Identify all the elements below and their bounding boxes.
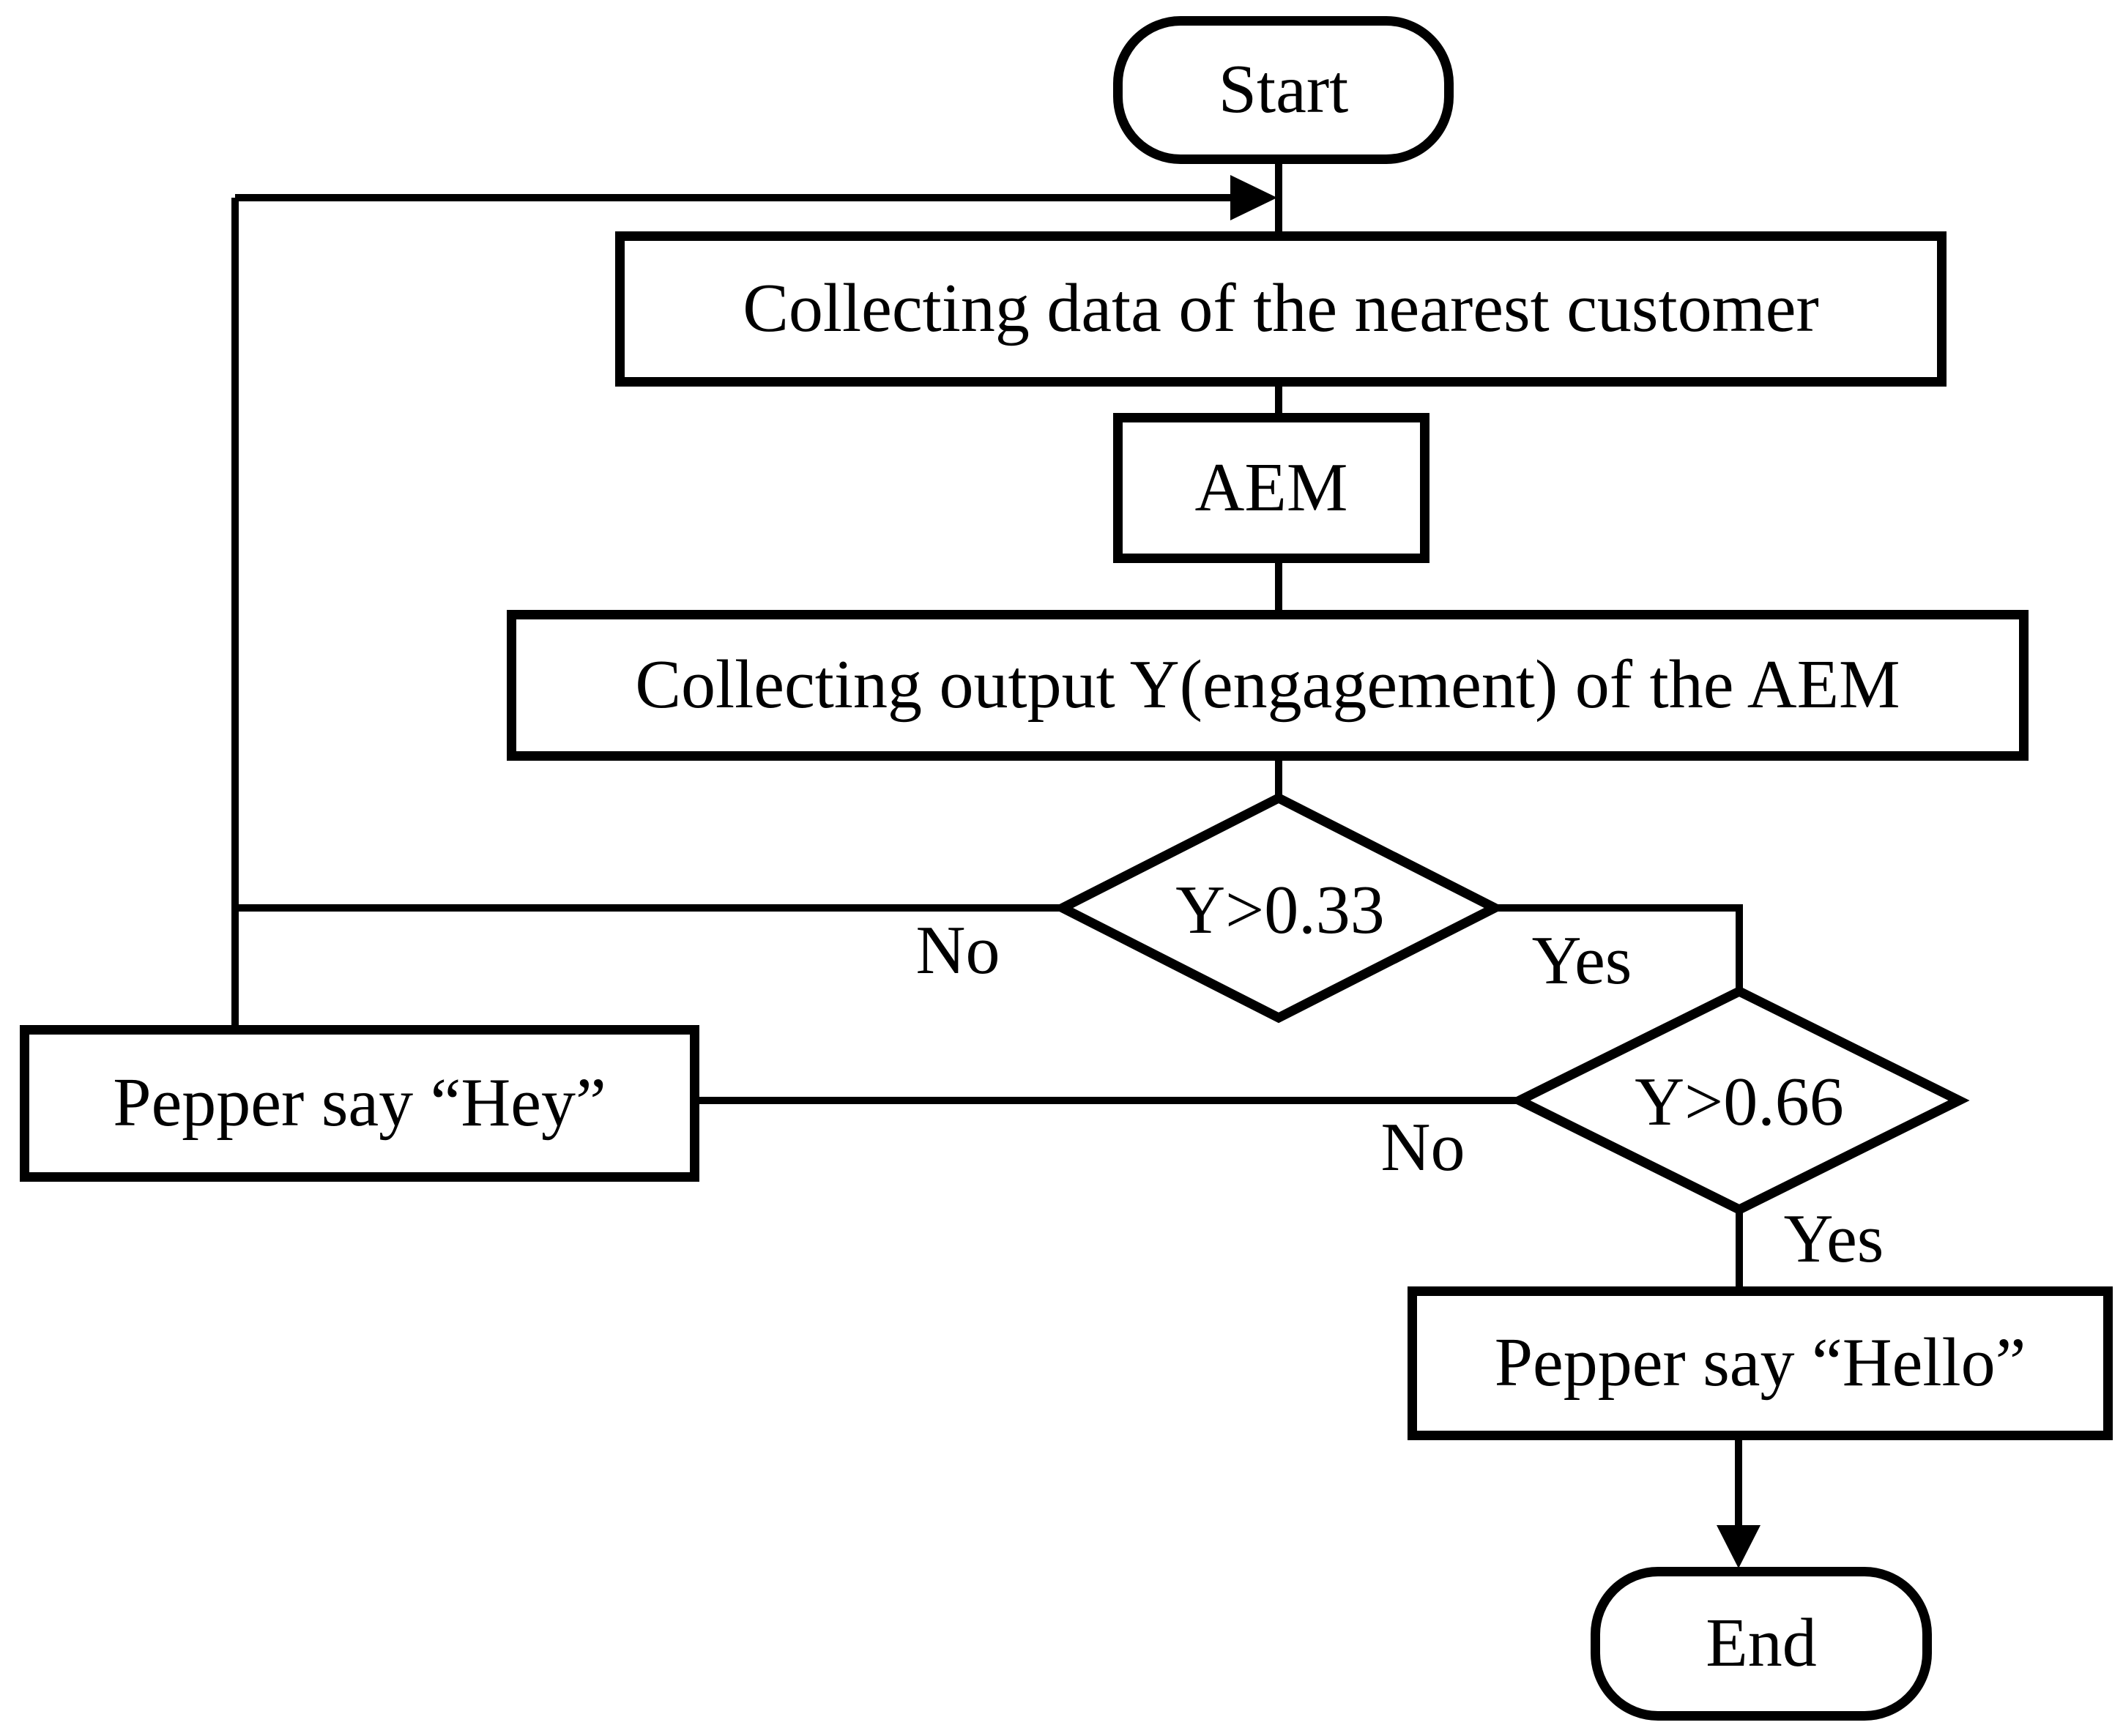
edge-label-decision1-yes: Yes (1531, 923, 1632, 999)
node-pepper-hello: Pepper say “Hello” (1408, 1286, 2113, 1440)
node-pepper-hey-label: Pepper say “Hey” (113, 1065, 606, 1141)
decision-diamond-y066 (1509, 986, 1970, 1215)
node-collect-output: Collecting output Y(engagement) of the A… (507, 610, 2029, 761)
edge-label-decision1-no: No (915, 912, 1000, 988)
decision-y033-label: Y>0.33 (1175, 872, 1385, 948)
node-end: End (1591, 1567, 1932, 1721)
node-start-label: Start (1218, 51, 1349, 128)
node-start: Start (1113, 16, 1454, 164)
edge-decision1-yes (1495, 904, 1743, 994)
edge-label-decision2-no: No (1380, 1109, 1465, 1185)
decision-diamond-y033 (1052, 792, 1506, 1024)
node-end-label: End (1706, 1605, 1817, 1682)
node-aem-label: AEM (1194, 449, 1348, 526)
node-pepper-hey: Pepper say “Hey” (20, 1025, 699, 1182)
edge-label-decision2-yes: Yes (1783, 1201, 1884, 1277)
loop-arrowhead-icon (1230, 175, 1277, 220)
node-collect-data: Collecting data of the nearest customer (615, 231, 1947, 387)
node-pepper-hello-label: Pepper say “Hello” (1494, 1325, 2026, 1401)
node-collect-output-label: Collecting output Y(engagement) of the A… (635, 647, 1900, 723)
end-arrowhead-icon (1717, 1525, 1761, 1568)
decision-y066-label: Y>0.66 (1635, 1064, 1844, 1140)
node-aem: AEM (1113, 413, 1429, 563)
node-collect-data-label: Collecting data of the nearest customer (743, 270, 1819, 347)
